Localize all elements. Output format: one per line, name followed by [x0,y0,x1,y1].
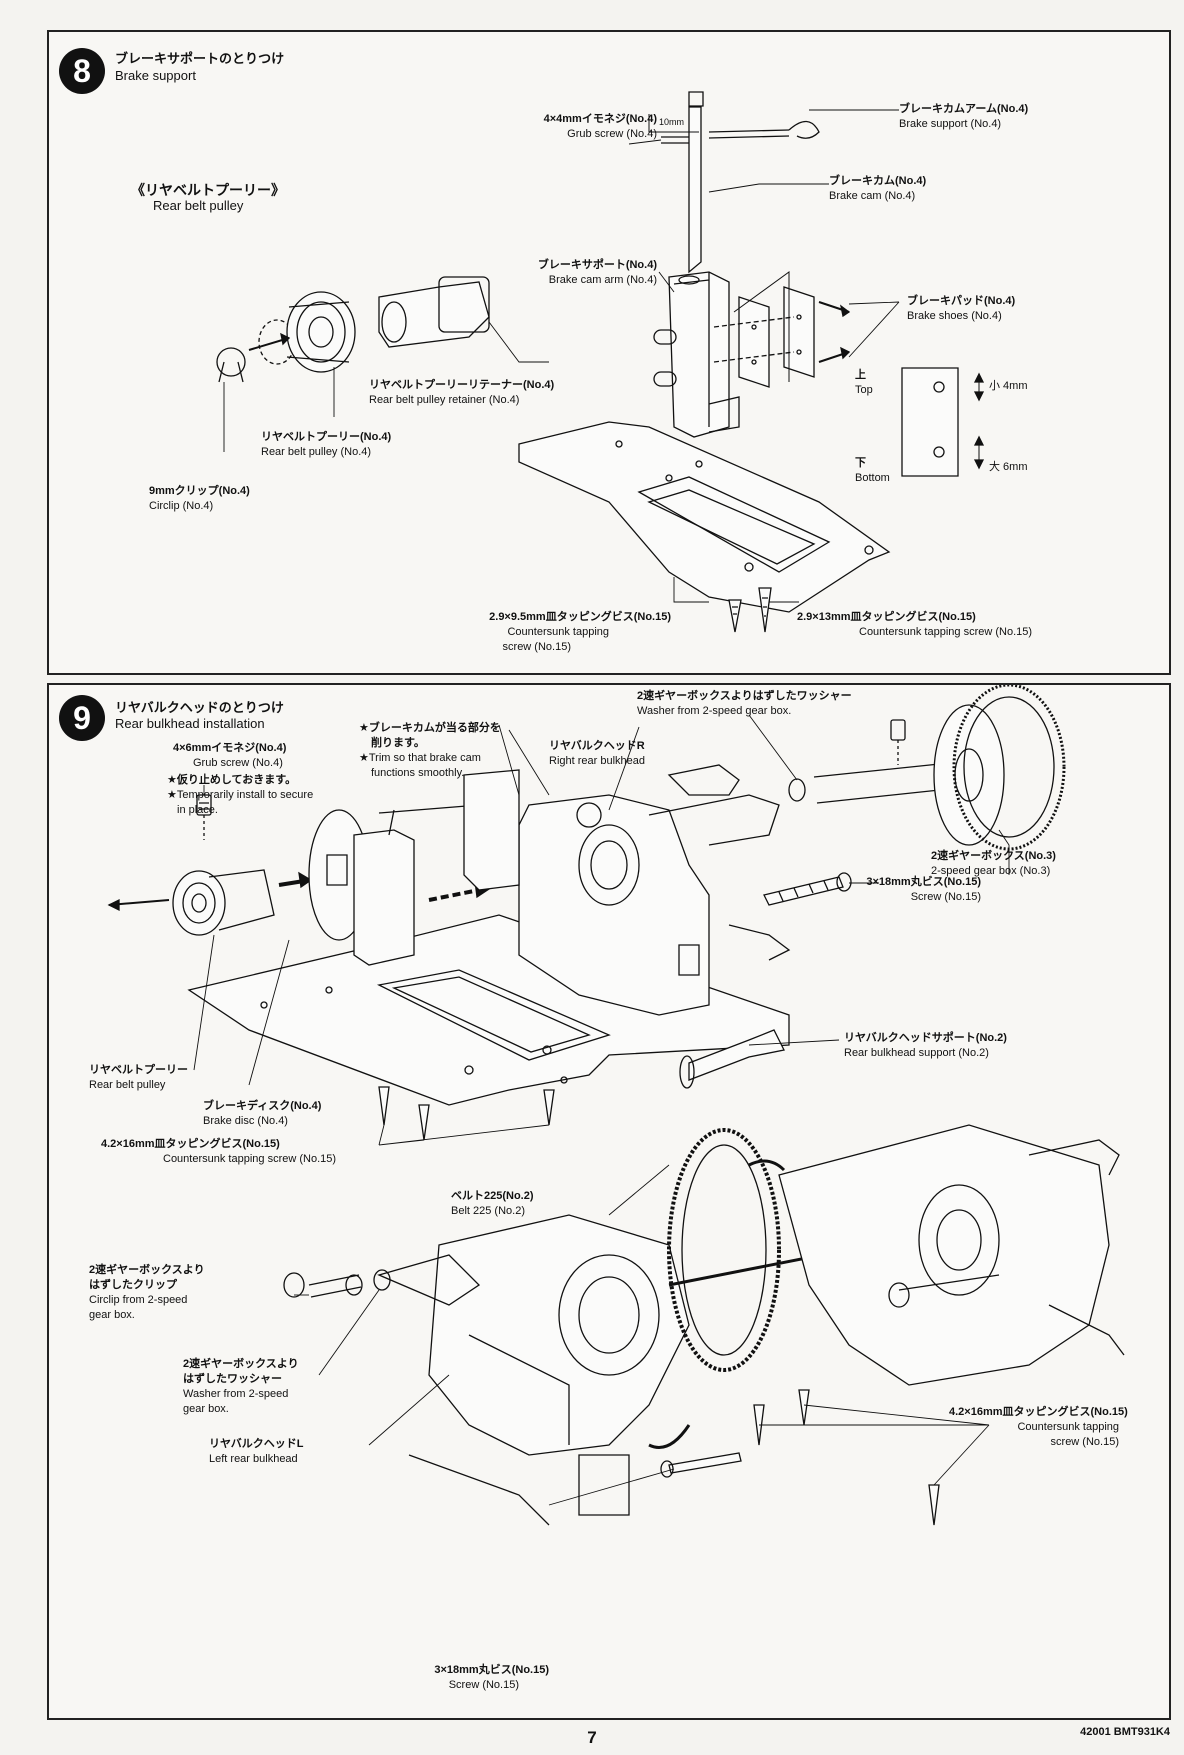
step-9-title-jp: リヤバルクヘッドのとりつけ [115,700,284,715]
two-speed-gearbox-label: 2速ギヤーボックス(No.3)2-speed gear box (No.3) [931,850,1056,877]
washer-from-gearbox-lower-label: 2速ギヤーボックスより はずしたワッシャー Washer from 2-spee… [183,1358,299,1415]
page-number: 7 [587,1728,597,1747]
brake-cam-arm-label: ブレーキカムアーム(No.4)Brake support (No.4) [899,103,1029,130]
rear-bulkhead-diagram [49,685,1169,1718]
document-code: 42001 BMT931K4 [1080,1726,1170,1738]
pulley-retainer-label: リヤベルトプーリーリテーナー(No.4)Rear belt pulley ret… [369,379,555,406]
step-8-panel: 8 ブレーキサポートのとりつけ Brake support 《リヤベルトプーリー… [47,30,1171,675]
rear-belt-pulley-label: リヤベルトプーリー(No.4)Rear belt pulley (No.4) [261,431,392,458]
trim-brake-cam-note: ★ブレーキカムが当る部分を 削ります。 ★Trim so that brake … [359,722,501,779]
tapping-screw-short-label: 2.9×9.5mm皿タッピングビス(No.15) Countersunk tap… [489,611,671,653]
rear-bulkhead-support-label: リヤバルクヘッドサポート(No.2)Rear bulkhead support … [844,1032,1007,1059]
grub-screw-6mm-label: 4×6mmイモネジ(No.4)Grub screw (No.4) [173,742,287,769]
round-screw-lower-label: 3×18mm丸ビス(No.15)Screw (No.15) [434,1664,549,1691]
belt-225-label: ベルト225(No.2)Belt 225 (No.2) [451,1190,534,1217]
tapping-screw-16mm-label: 4.2×16mm皿タッピングビス(No.15)Countersunk tappi… [101,1138,337,1165]
circlip-label: 9mmクリップ(No.4)Circlip (No.4) [149,485,250,512]
grub-screw-label: 4×4mmイモネジ(No.4)Grub screw (No.4) [543,113,657,140]
large-hole-label: 大 6mm [989,461,1028,473]
step-8-title-jp: ブレーキサポートのとりつけ [115,51,285,66]
subassembly-title-en: Rear belt pulley [153,198,244,213]
tapping-screw-long-label: 2.9×13mm皿タッピングビス(No.15) Countersunk tapp… [797,611,1033,638]
step-9-title-en: Rear bulkhead installation [115,716,265,731]
circlip-from-gearbox-label: 2速ギヤーボックスより はずしたクリップ Circlip from 2-spee… [89,1264,205,1321]
brake-support-diagram: 10mm [49,32,1169,673]
step-8-number-badge: 8 [59,48,105,94]
brake-support-label: ブレーキサポート(No.4)Brake cam arm (No.4) [537,259,657,286]
temporary-install-note: ★仮り止めしておきます。 ★Temporarily install to sec… [167,774,314,816]
brake-cam-label: ブレーキカム(No.4)Brake cam (No.4) [829,175,927,202]
step-8-title-en: Brake support [115,68,196,83]
tapping-screw-16mm-lower-label: 4.2×16mm皿タッピングビス(No.15) Countersunk tapp… [949,1406,1128,1448]
round-screw-label: 3×18mm丸ビス(No.15)Screw (No.15) [866,876,981,903]
dim-10mm-label: 10mm [659,117,684,127]
small-hole-label: 小 4mm [989,380,1028,392]
step-9-number-badge: 9 [59,695,105,741]
subassembly-title-jp: 《リヤベルトプーリー》 [131,182,285,198]
brake-disc-label: ブレーキディスク(No.4)Brake disc (No.4) [203,1100,322,1127]
step-9-panel: 9 リヤバルクヘッドのとりつけ Rear bulkhead installati… [47,683,1171,1720]
brake-shoes-label: ブレーキパッド(No.4)Brake shoes (No.4) [907,295,1016,322]
